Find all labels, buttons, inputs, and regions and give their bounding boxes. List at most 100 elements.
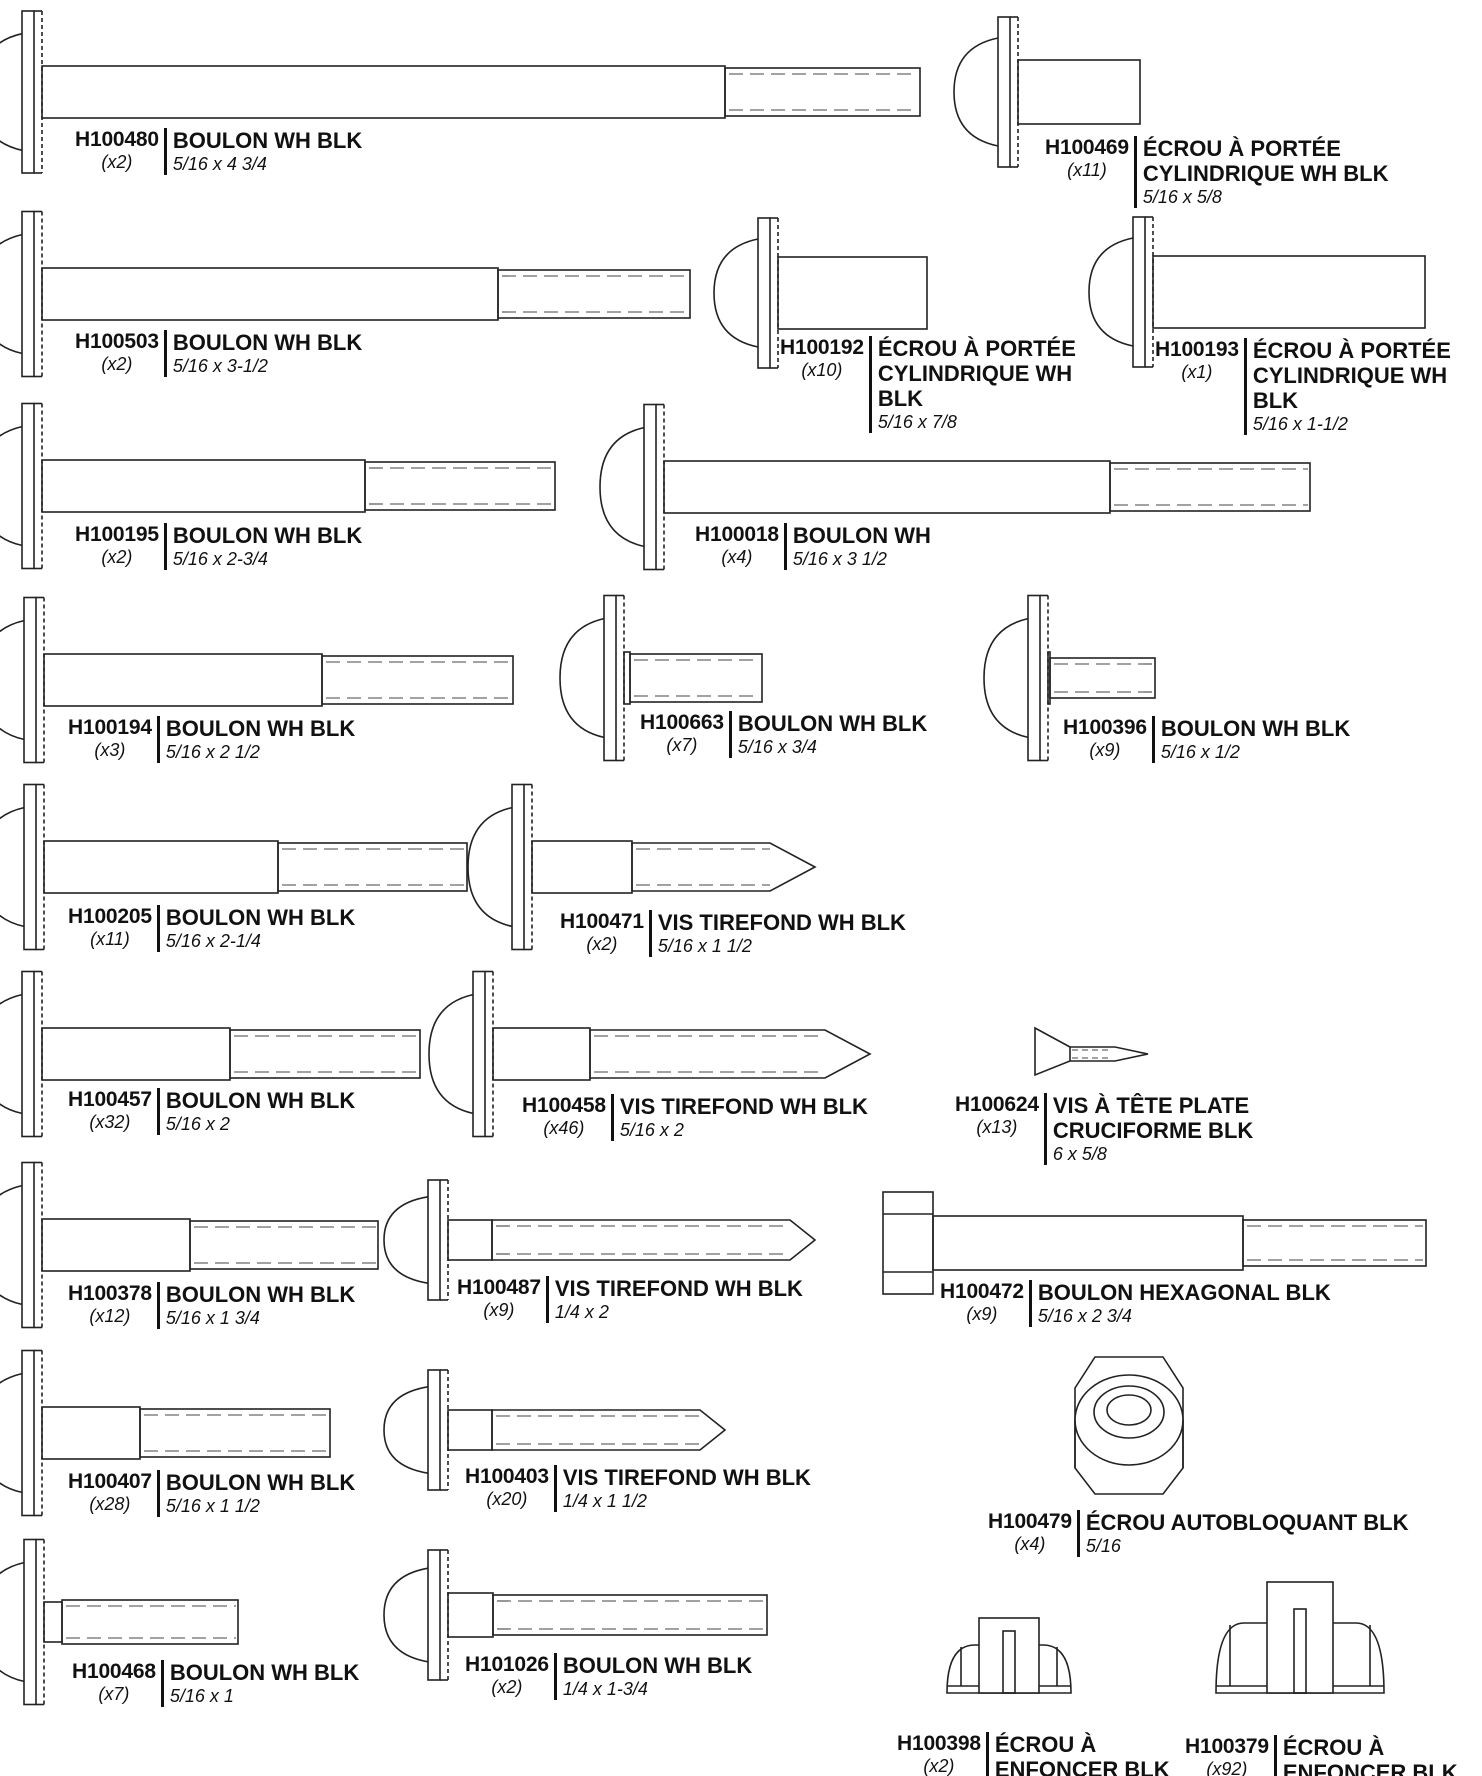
part-id-column: H100468(x7) — [72, 1660, 161, 1704]
lock-nut-drawing-h100479 — [1074, 1356, 1184, 1495]
part-size: 1/4 x 1-3/4 — [562, 1679, 648, 1699]
hex-bolt-drawing-h100472 — [882, 1191, 1427, 1295]
part-number: H100469 — [1045, 136, 1129, 159]
part-quantity: (x20) — [486, 1489, 528, 1509]
part-name-line: BOULON WH BLK — [169, 1660, 360, 1685]
part-name-line: VIS TIREFOND WH BLK — [619, 1094, 868, 1119]
part-quantity: (x92) — [1206, 1759, 1248, 1776]
part-number: H100403 — [465, 1465, 549, 1488]
part-id-column: H100205(x11) — [68, 905, 157, 949]
part-size: 5/16 x 2-3/4 — [172, 549, 268, 569]
part-id-column: H100503(x2) — [75, 330, 164, 374]
part-name-line: VIS À TÊTE PLATE — [1052, 1093, 1250, 1118]
part-name-line: BOULON WH — [792, 523, 931, 548]
flat-head-screw-drawing-h100624 — [1034, 1026, 1149, 1077]
part-size: 1/4 x 1 1/2 — [562, 1491, 647, 1511]
part-id-column: H100378(x12) — [68, 1282, 157, 1326]
part-number: H100205 — [68, 905, 152, 928]
part-number: H100407 — [68, 1470, 152, 1493]
part-id-column: H100407(x28) — [68, 1470, 157, 1514]
part-size: 5/16 — [1085, 1536, 1121, 1556]
part-name-line: BOULON WH BLK — [165, 1282, 356, 1307]
part-quantity: (x2) — [101, 354, 133, 374]
part-size: 6 x 5/8 — [1052, 1144, 1107, 1164]
part-name-line: BOULON WH BLK — [172, 523, 363, 548]
part-quantity: (x12) — [89, 1306, 131, 1326]
part-id-column: H100396(x9) — [1063, 716, 1152, 760]
part-size: 5/16 x 3-1/2 — [172, 356, 268, 376]
part-number: H100663 — [640, 711, 724, 734]
part-id-column: H101026(x2) — [465, 1653, 554, 1697]
part-quantity: (x3) — [94, 740, 126, 760]
bolt-drawing-h100503 — [0, 210, 691, 378]
part-number: H100479 — [988, 1510, 1072, 1533]
sleeve-nut-drawing-h100469 — [953, 16, 1141, 168]
part-id-column: H100194(x3) — [68, 716, 157, 760]
part-number: H100192 — [780, 336, 864, 359]
part-number: H100379 — [1185, 1735, 1269, 1758]
part-quantity: (x7) — [98, 1684, 130, 1704]
part-name-line: ÉCROU À PORTÉE — [1252, 338, 1451, 363]
part-quantity: (x2) — [101, 547, 133, 567]
part-name-line: ÉCROU À — [1282, 1735, 1385, 1760]
part-size: 5/16 x 1 — [169, 1686, 234, 1706]
part-quantity: (x11) — [90, 929, 130, 949]
bolt-drawing-h100194 — [0, 596, 514, 764]
part-quantity: (x28) — [89, 1494, 131, 1514]
tee-nut-drawing-h100379 — [1215, 1581, 1385, 1694]
part-quantity: (x2) — [586, 934, 618, 954]
lag-screw-drawing-h100403 — [383, 1369, 727, 1491]
part-quantity: (x32) — [89, 1112, 131, 1132]
part-id-column: H100018(x4) — [695, 523, 784, 567]
part-number: H100468 — [72, 1660, 156, 1683]
part-quantity: (x13) — [976, 1117, 1018, 1137]
part-name-line: BLK — [877, 386, 924, 411]
part-name-line: CYLINDRIQUE WH — [1252, 363, 1448, 388]
bolt-drawing-h100378 — [0, 1161, 379, 1329]
part-quantity: (x4) — [1014, 1534, 1046, 1554]
part-quantity: (x4) — [721, 547, 753, 567]
part-quantity: (x46) — [543, 1118, 585, 1138]
part-id-column: H100458(x46) — [522, 1094, 611, 1138]
part-id-column: H100480(x2) — [75, 128, 164, 172]
part-size: 5/16 x 1-1/2 — [1252, 414, 1348, 434]
part-id-column: H100192(x10) — [780, 336, 869, 380]
part-number: H100193 — [1155, 338, 1239, 361]
part-number: H100458 — [522, 1094, 606, 1117]
part-name-line: CYLINDRIQUE WH — [877, 361, 1073, 386]
bolt-drawing-h100480 — [0, 10, 921, 174]
part-name-line: ENFONCER BLK — [1282, 1760, 1458, 1776]
bolt-drawing-h101026 — [383, 1549, 768, 1681]
part-id-column: H100479(x4) — [988, 1510, 1077, 1554]
bolt-drawing-h100663 — [559, 594, 763, 762]
part-id-column: H100379(x92) — [1185, 1735, 1274, 1776]
